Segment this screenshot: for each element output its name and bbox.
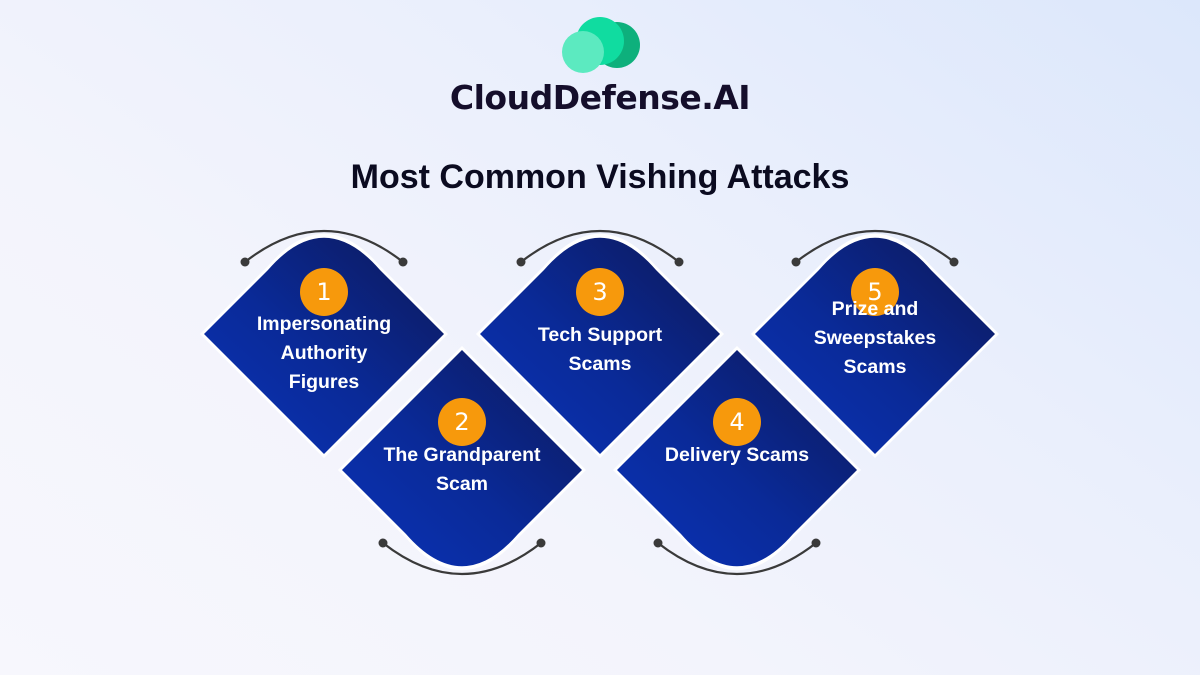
connector-arc	[244, 229, 404, 263]
attack-label-line: Prize and	[831, 297, 919, 320]
connector-dot	[536, 538, 546, 548]
step-number-badge: 5	[851, 268, 899, 316]
step-number-badge: 1	[300, 268, 348, 316]
diamond-shape-3	[480, 237, 720, 454]
connector-dot	[674, 257, 684, 267]
brand-name: CloudDefense.AI	[449, 78, 751, 117]
connector-dot	[240, 257, 250, 267]
step-number-badge: 2	[438, 398, 486, 446]
attack-label-line: Tech Support	[537, 323, 663, 346]
attack-label-line: Impersonating	[256, 312, 392, 335]
connector-arc	[382, 542, 542, 576]
cloud-icon	[562, 17, 640, 73]
connector-dot	[949, 257, 959, 267]
connector-dot	[378, 538, 388, 548]
connector-dot	[398, 257, 408, 267]
diamond-shape-5	[755, 237, 995, 454]
cloud-circle-light	[562, 31, 604, 73]
connector-arc	[520, 229, 680, 263]
connector-dot	[791, 257, 801, 267]
connector-arc	[795, 229, 955, 263]
step-number-badge: 4	[713, 398, 761, 446]
diamond-shape-1	[204, 237, 444, 454]
attack-label-line: Authority	[280, 341, 368, 364]
step-number-badge: 3	[576, 268, 624, 316]
attack-label-line: Figures	[288, 370, 360, 393]
connector-dot	[516, 257, 526, 267]
attack-label-line: Delivery Scams	[664, 443, 810, 466]
page-title: Most Common Vishing Attacks	[350, 158, 850, 196]
attack-label-line: Scams	[568, 352, 632, 375]
diamond-shape-4	[617, 350, 857, 567]
attack-label: Delivery Scams	[637, 441, 837, 470]
attack-label-line: Sweepstakes	[813, 326, 937, 349]
attack-label-line: Scams	[843, 355, 907, 378]
connector-arc	[657, 542, 817, 576]
connector-dot	[811, 538, 821, 548]
diamond-shape-2	[342, 350, 582, 567]
brand-logo: CloudDefense.AI	[0, 0, 1200, 130]
connector-dot	[653, 538, 663, 548]
attack-label-line: Scam	[435, 472, 489, 495]
attack-label-line: The Grandparent	[383, 443, 541, 466]
